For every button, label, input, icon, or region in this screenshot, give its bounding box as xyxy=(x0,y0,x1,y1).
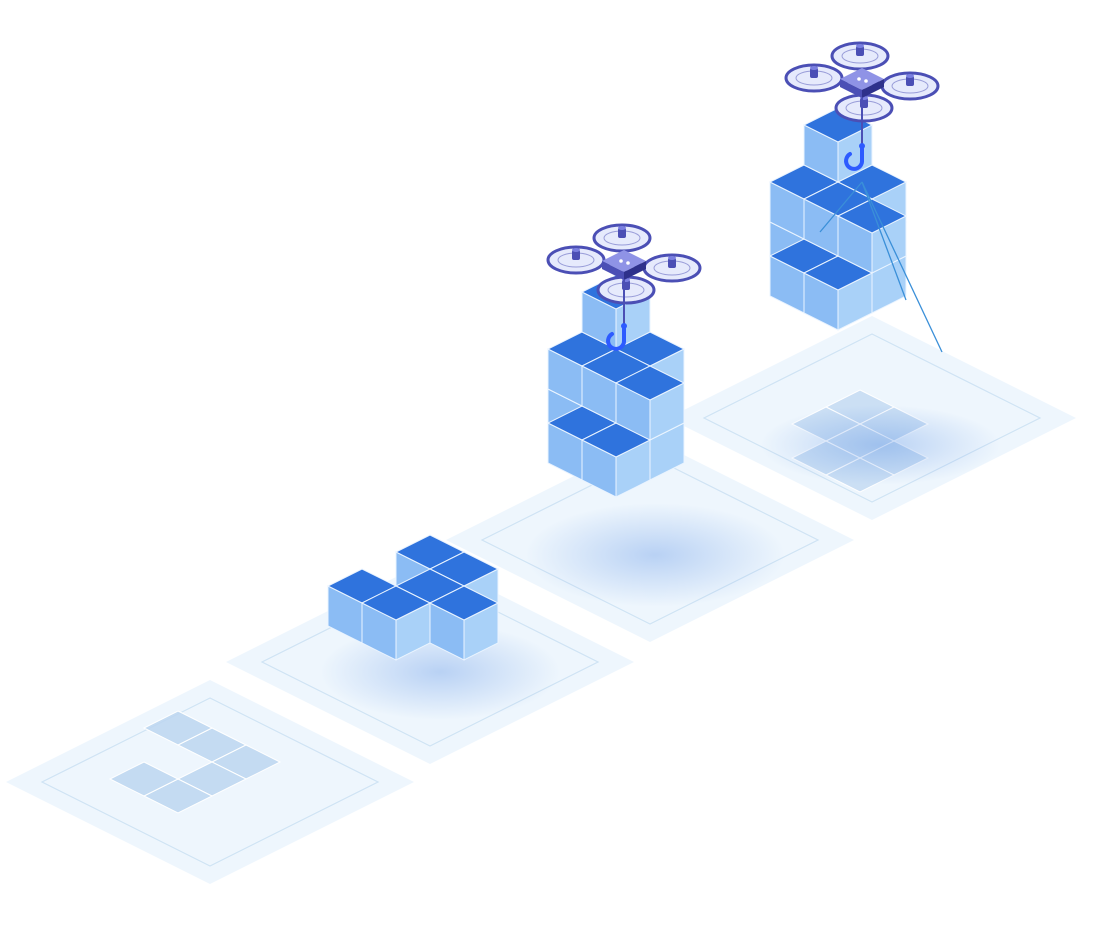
rotor-cap xyxy=(668,256,676,260)
lift-cable xyxy=(861,181,943,353)
rotor-icon xyxy=(596,275,656,305)
hook-ring xyxy=(621,323,627,329)
rotor-motor xyxy=(906,76,914,86)
hook-curve xyxy=(606,327,627,351)
rotor-icon xyxy=(834,93,894,123)
pad-outline xyxy=(702,333,1042,503)
rotor-motor xyxy=(618,228,626,238)
pad-outline xyxy=(480,455,820,625)
cube-top-face xyxy=(428,585,500,621)
cube xyxy=(428,585,500,661)
drone-side xyxy=(862,79,884,98)
rotor-icon xyxy=(546,245,606,275)
floor-cell xyxy=(142,710,214,746)
lift-cable xyxy=(861,181,907,301)
drone-light xyxy=(619,259,623,263)
hook-curve xyxy=(844,147,865,171)
rotor-icon xyxy=(880,71,940,101)
rotor-motor xyxy=(810,68,818,78)
rotor-icon xyxy=(642,253,702,283)
lift-cables xyxy=(819,181,943,353)
drone-light xyxy=(626,261,630,265)
rotor-icon xyxy=(830,41,890,71)
rotor-cap xyxy=(810,66,818,70)
drone-side xyxy=(840,79,862,98)
rotor-icon xyxy=(784,63,844,93)
rotor-cap xyxy=(572,248,580,252)
floor-cell xyxy=(108,761,180,797)
lift-cable xyxy=(819,181,863,233)
drone-light xyxy=(864,79,868,83)
cube-top-face xyxy=(614,365,686,401)
rotor-icon xyxy=(592,223,652,253)
rotor-motor xyxy=(572,250,580,260)
drone-light xyxy=(857,77,861,81)
pad-outline xyxy=(260,577,600,747)
cube-structure-stage-3 xyxy=(546,274,686,498)
drones xyxy=(546,41,940,351)
hook-icon xyxy=(606,280,627,351)
pad-outline xyxy=(40,697,380,867)
drone-side xyxy=(602,261,624,280)
hook-icon xyxy=(844,98,865,171)
cube xyxy=(614,365,686,441)
drone-icon xyxy=(784,41,940,171)
cube-structure-stage-4 xyxy=(768,107,908,331)
cube xyxy=(360,585,432,661)
rotor-cap xyxy=(856,44,864,48)
rotor-cap xyxy=(618,226,626,230)
cube-top-face xyxy=(836,198,908,234)
block-shadow xyxy=(525,503,785,607)
hook-ring xyxy=(859,143,865,149)
block-shadow xyxy=(760,405,1000,485)
drone-icon xyxy=(546,223,702,351)
cube-top-face xyxy=(360,585,432,621)
drone-side xyxy=(624,261,646,280)
rotor-motor xyxy=(668,258,676,268)
cube-structure-stage-2 xyxy=(326,534,500,661)
rotor-cap xyxy=(906,74,914,78)
rotor-motor xyxy=(856,46,864,56)
